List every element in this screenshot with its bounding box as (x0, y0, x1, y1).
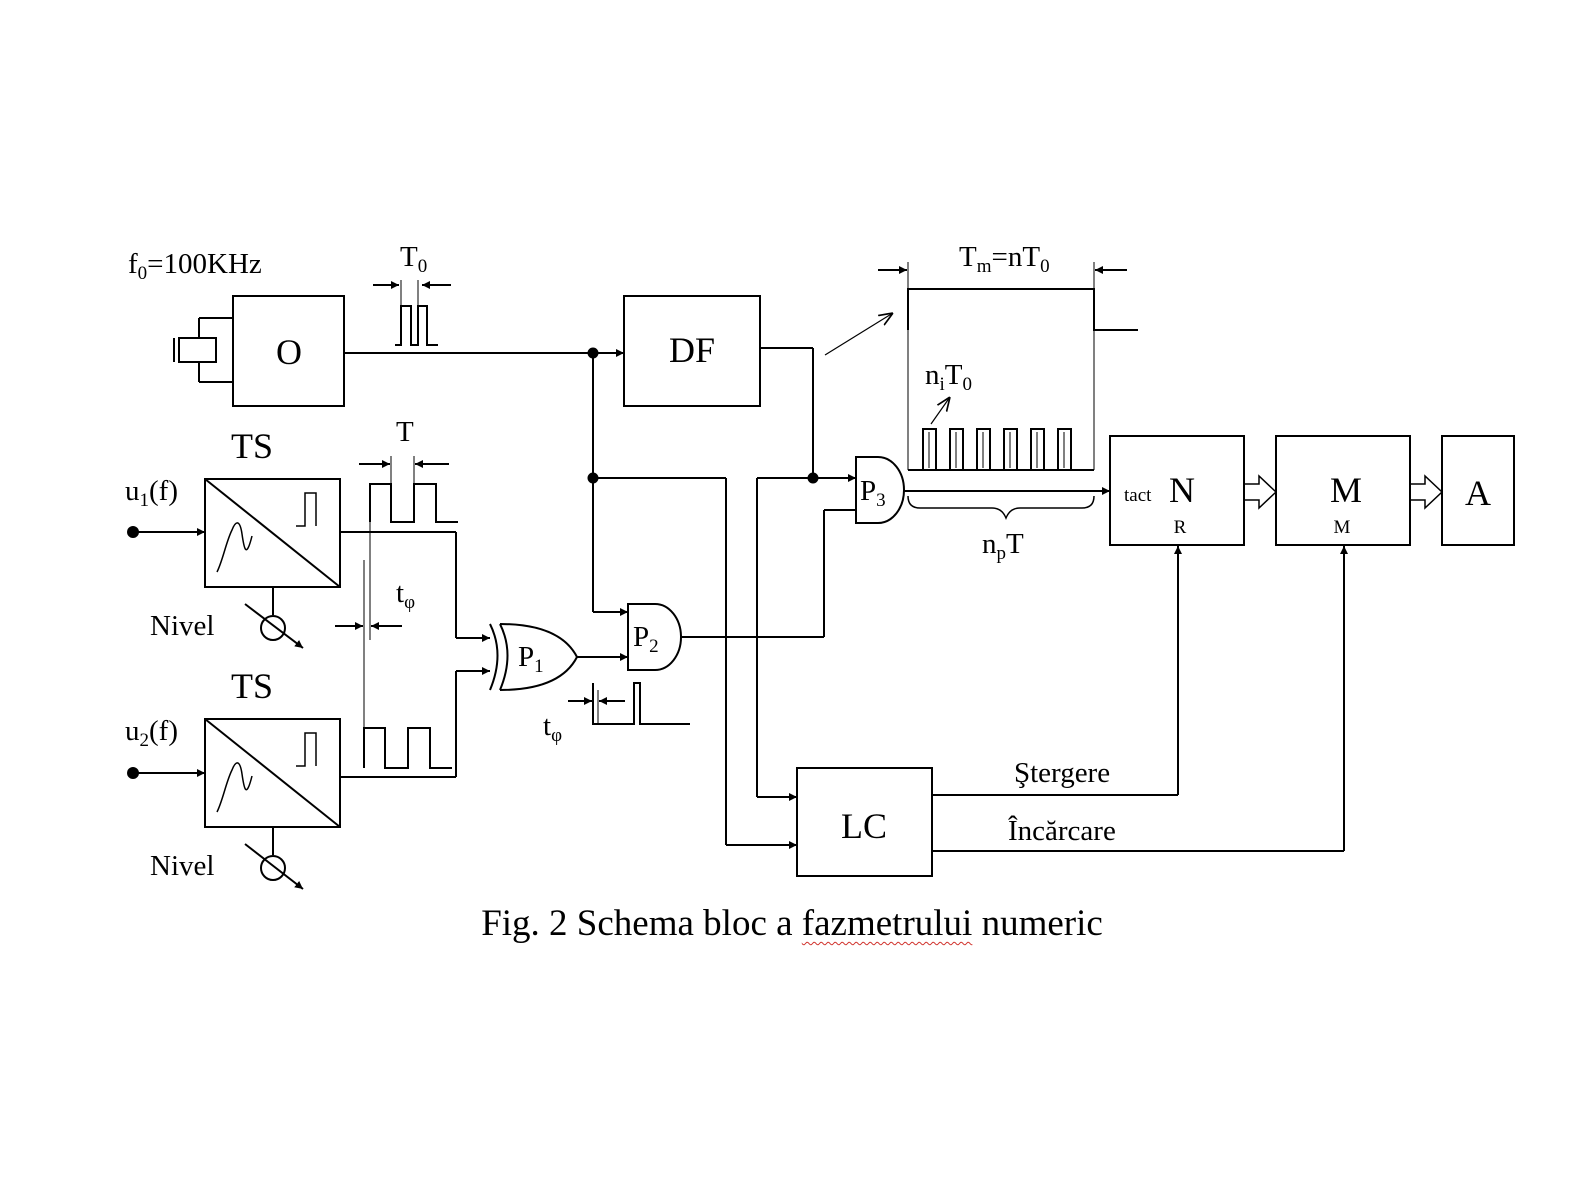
oscillator-frequency: f0=100KHz (128, 248, 262, 284)
crystal-icon (178, 337, 217, 363)
level-knob-icon[interactable] (260, 855, 286, 881)
input-2-label: u2(f) (125, 715, 178, 751)
brace-np (907, 495, 1095, 521)
figure-caption: Fig. 2 Schema bloc a fazmetrului numeric (481, 903, 1103, 944)
memory-block (1275, 435, 1411, 546)
level-2-label: Nivel (150, 850, 214, 882)
clock-waveform (395, 305, 438, 346)
ts2-label: TS (231, 666, 273, 706)
spellcheck-flagged-word: fazmetrului (801, 903, 973, 944)
df-label: DF (669, 330, 715, 370)
counter-clock-label: tact (1124, 485, 1152, 506)
counter-reset-label: R (1174, 517, 1187, 538)
and-gate-p3 (855, 456, 905, 524)
p2-label: P2 (633, 621, 659, 657)
clock-period-label: T0 (400, 241, 427, 277)
display-label: A (1465, 473, 1491, 513)
p1-label: P1 (518, 641, 544, 677)
oscillator-block (173, 295, 345, 407)
oscillator-label: O (276, 332, 302, 372)
memory-label: M (1330, 470, 1362, 510)
level-1-label: Nivel (150, 610, 214, 642)
bus-arrow-n-m (1244, 474, 1278, 510)
pulse-burst (908, 428, 1094, 471)
load-signal-label: Încărcare (1008, 814, 1116, 847)
signal-period-label: T (396, 416, 414, 448)
phase-delay-label-bottom: tφ (543, 710, 562, 746)
gate-window-waveform (907, 288, 1138, 331)
control-logic-block (796, 767, 933, 877)
level-knob-icon[interactable] (260, 615, 286, 641)
and-gate-p2 (627, 603, 682, 671)
counter-label: N (1169, 470, 1195, 510)
display-block (1441, 435, 1515, 546)
ni-label: niT0 (925, 359, 972, 395)
bus-arrow-m-a (1410, 474, 1444, 510)
measure-window-label: Tm=nT0 (959, 241, 1050, 277)
input-1-label: u1(f) (125, 475, 178, 511)
counter-block (1109, 435, 1245, 546)
np-label: npT (982, 528, 1024, 564)
frequency-divider-block (623, 295, 761, 407)
signal-1-waveform (369, 483, 458, 523)
lc-label: LC (841, 806, 887, 846)
clear-signal-label: Ştergere (1014, 757, 1110, 789)
p3-label: P3 (860, 475, 886, 511)
memory-load-label: M (1334, 517, 1351, 538)
phase-delay-label-top: tφ (396, 577, 415, 613)
trigger-shaper-1 (204, 478, 341, 588)
trigger-shaper-2 (204, 718, 341, 828)
phase-pulse-waveform (592, 682, 690, 725)
signal-2-waveform (363, 727, 452, 769)
ts1-label: TS (231, 426, 273, 466)
